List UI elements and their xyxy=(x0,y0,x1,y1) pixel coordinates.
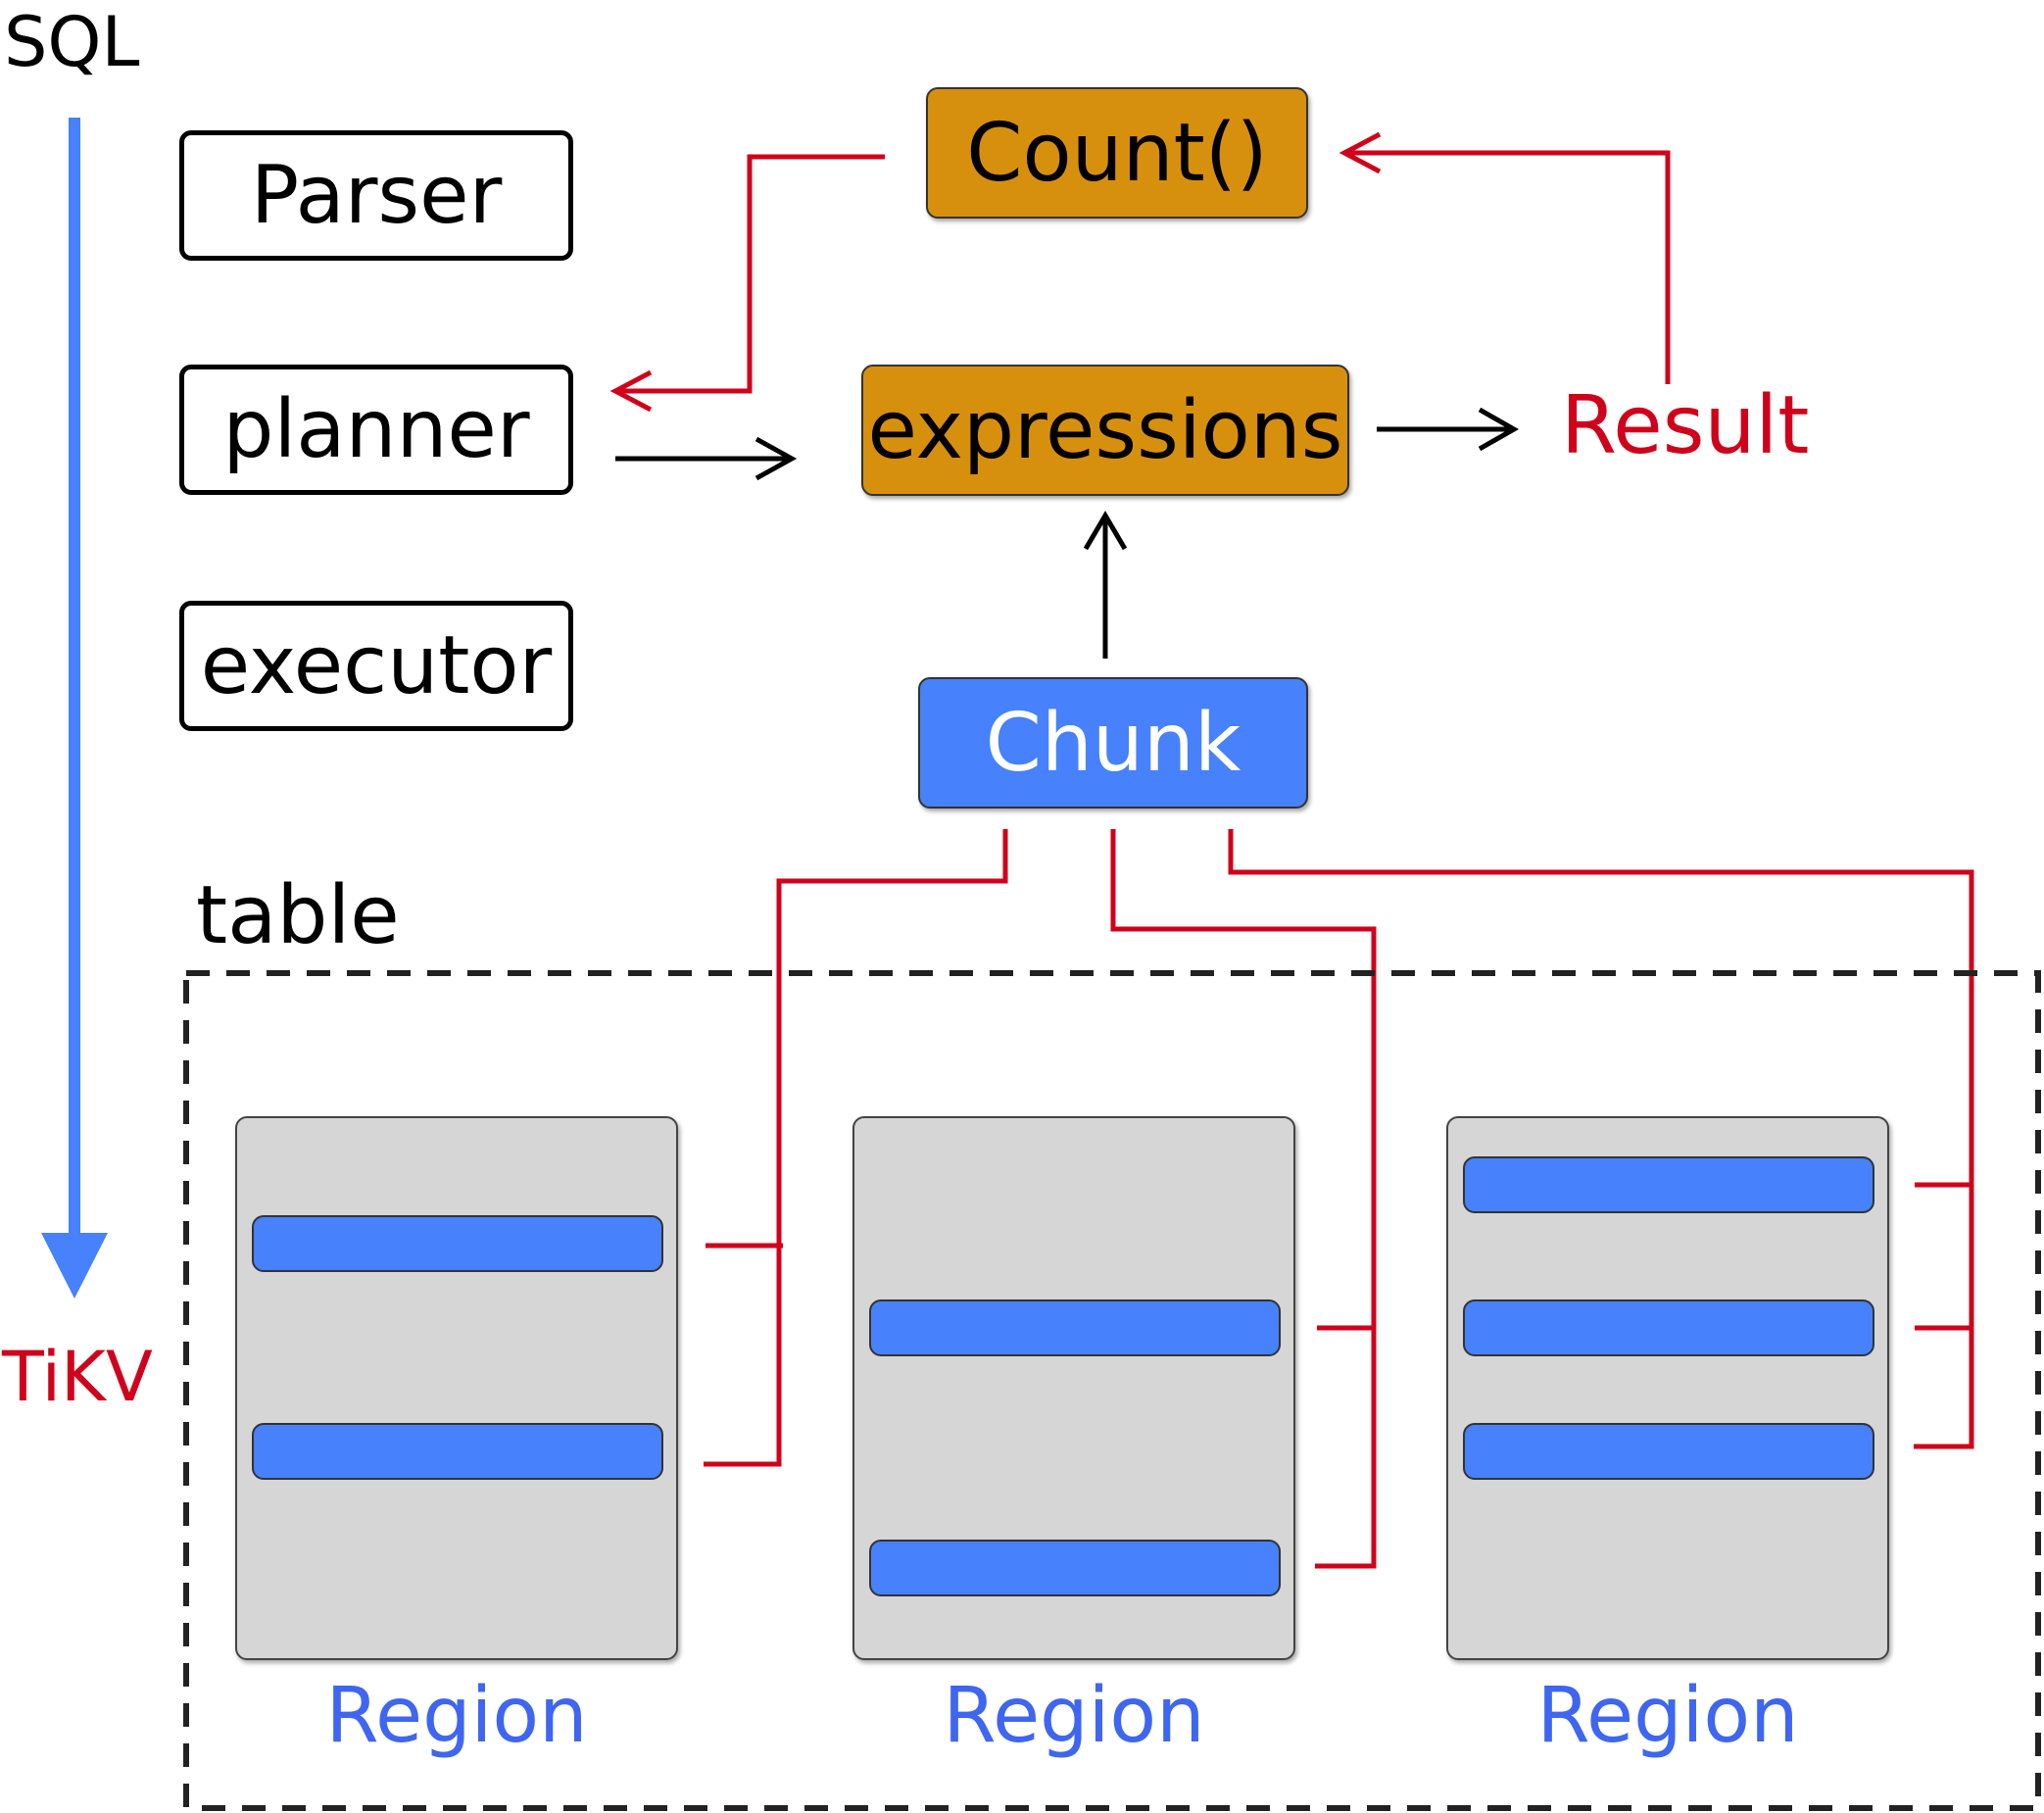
region-2-label: Region xyxy=(943,1672,1205,1760)
table-label: table xyxy=(196,869,400,962)
result-label: Result xyxy=(1561,379,1810,472)
region-2 xyxy=(852,1116,1295,1660)
region-1-row xyxy=(252,1215,663,1272)
tikv-label: TiKV xyxy=(2,1337,153,1417)
region2-to-chunk-lines xyxy=(1110,829,1377,1569)
planner-label: planner xyxy=(222,383,530,476)
region-1 xyxy=(235,1116,678,1660)
count-label: Count() xyxy=(966,106,1268,200)
table-boundary xyxy=(183,970,2041,1811)
sql-to-tikv-arrow xyxy=(41,118,108,1298)
chunk-to-expressions-arrow xyxy=(1083,511,1128,659)
executor-box: executor xyxy=(179,601,573,731)
region-3-row xyxy=(1463,1423,1874,1480)
parser-box: Parser xyxy=(179,130,573,261)
executor-label: executor xyxy=(200,619,553,712)
chunk-label: Chunk xyxy=(985,696,1241,790)
chunk-node: Chunk xyxy=(918,677,1308,808)
region-1-label: Region xyxy=(325,1672,588,1760)
count-node: Count() xyxy=(926,87,1308,219)
region-3-row xyxy=(1463,1156,1874,1213)
region-3-row xyxy=(1463,1299,1874,1356)
region-2-row xyxy=(869,1299,1281,1356)
parser-label: Parser xyxy=(250,149,503,242)
planner-to-expressions-arrow xyxy=(615,436,798,481)
region1-to-chunk-lines xyxy=(704,829,1008,1467)
region-3-label: Region xyxy=(1536,1672,1799,1760)
region-2-row xyxy=(869,1540,1281,1596)
sql-label: SQL xyxy=(4,2,140,82)
expressions-to-result-arrow xyxy=(1377,407,1520,452)
count-to-planner-arrow xyxy=(609,154,885,413)
expressions-label: expressions xyxy=(867,383,1343,477)
planner-box: planner xyxy=(179,365,573,495)
region-1-row xyxy=(252,1423,663,1480)
expressions-node: expressions xyxy=(861,365,1349,496)
region3-to-chunk-lines xyxy=(1228,829,1974,1449)
result-to-count-arrow xyxy=(1338,131,1671,384)
region-3 xyxy=(1446,1116,1889,1660)
